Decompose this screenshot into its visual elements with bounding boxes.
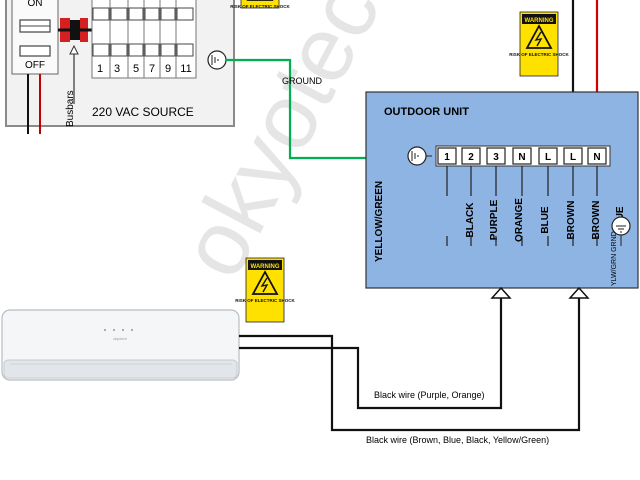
cable-1-label: Black wire (Purple, Orange) [374, 390, 485, 400]
breaker-num: 5 [133, 63, 139, 75]
outdoor-unit-box [365, 91, 639, 289]
terminal-label: L [570, 152, 576, 163]
breaker-row [91, 0, 197, 79]
terminal-box [587, 147, 607, 165]
ground-symbol-icon [207, 50, 227, 70]
warning-text: RISK OF ELECTRIC SHOCK [509, 52, 569, 57]
breaker-num: 7 [149, 63, 155, 75]
terminal-box [461, 147, 481, 165]
cable-2 [239, 298, 581, 432]
breaker-num: 1 [97, 63, 103, 75]
switch-on-label: ON [28, 0, 43, 9]
warning-title: WARNING [251, 264, 280, 270]
terminal-box [512, 147, 532, 165]
terminal-label: 1 [444, 152, 450, 163]
warning-text: RISK OF ELECTRIC SHOCK [230, 4, 290, 9]
terminal-label: 2 [468, 152, 474, 163]
warning-title: WARNING [525, 18, 554, 24]
warning-sign: WARNING RISK OF ELECTRIC SHOCK [235, 257, 295, 323]
electric-hazard-icon [525, 24, 553, 49]
indoor-brand: okyotech [113, 337, 127, 341]
wire-color-label: BROWN [566, 201, 577, 240]
arrow-up-icon [568, 286, 590, 299]
ground-terminal-label: YLW/GRN GRND [611, 231, 618, 286]
wire-color-label: BLACK [465, 202, 476, 238]
terminal-label: 3 [493, 152, 499, 163]
warning-sign: WARNING RISK OF ELECTRIC SHOCK [509, 11, 569, 77]
terminal-label: N [518, 152, 525, 163]
ground-symbol-icon [407, 146, 427, 166]
terminal-box [437, 147, 457, 165]
wire-color-label: BLUE [540, 206, 551, 234]
wire-color-label: BROWN [591, 201, 602, 240]
source-label: 220 VAC SOURCE [92, 105, 194, 119]
busbars-label: Busbars [65, 90, 76, 127]
switch-off-label: OFF [25, 60, 45, 71]
terminal-label: L [545, 152, 551, 163]
cable-1 [239, 298, 503, 410]
terminal-label: N [593, 152, 600, 163]
terminal-box [486, 147, 506, 165]
breaker-panel: ON OFF Busbars [5, 0, 235, 134]
breaker-num: 11 [180, 63, 191, 75]
electric-hazard-icon [251, 270, 279, 295]
main-switch [11, 0, 59, 75]
indoor-unit: okyotech [1, 309, 240, 381]
breaker-num: 3 [114, 63, 120, 75]
arrow-up-icon [490, 286, 512, 299]
wire-color-label: PURPLE [489, 199, 500, 240]
ground-wire [226, 58, 406, 160]
breaker-num: 9 [165, 63, 171, 75]
outdoor-unit-title: OUTDOOR UNIT [384, 106, 469, 118]
wire-color-label: ORANGE [514, 198, 525, 242]
cable-2-label: Black wire (Brown, Blue, Black, Yellow/G… [366, 435, 549, 445]
terminal-box [563, 147, 583, 165]
terminal-box [538, 147, 558, 165]
ground-wire-label: YELLOW/GREEN [374, 181, 385, 262]
warning-text: RISK OF ELECTRIC SHOCK [235, 298, 295, 303]
ground-label: GROUND [282, 76, 322, 86]
